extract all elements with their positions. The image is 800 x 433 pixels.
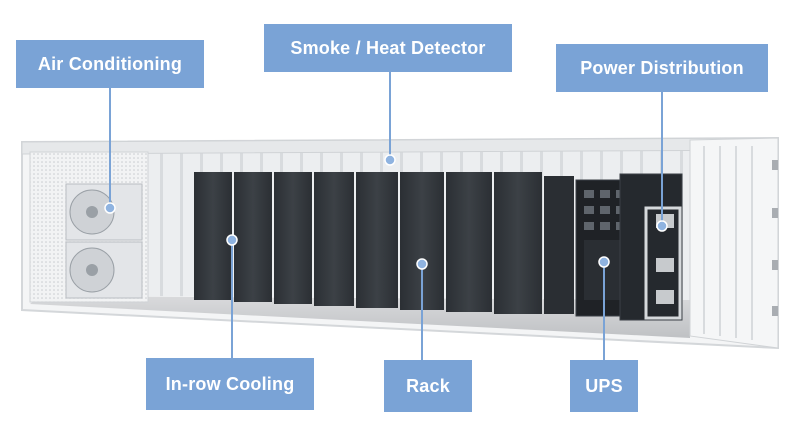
marker-rack	[416, 258, 428, 270]
ups-label: UPS	[570, 360, 638, 412]
rack-label: Rack	[384, 360, 472, 412]
smoke-heat-detector-label: Smoke / Heat Detector	[264, 24, 512, 72]
rack-row	[194, 172, 574, 314]
marker-dots	[104, 154, 668, 270]
air-conditioning-label: Air Conditioning	[16, 40, 204, 88]
power-distribution-cabinet	[619, 173, 683, 321]
marker-power-distribution	[656, 220, 668, 232]
marker-smoke-heat-detector	[384, 154, 396, 166]
marker-in-row-cooling	[226, 234, 238, 246]
power-distribution-label: Power Distribution	[556, 44, 768, 92]
in-row-cooling-label: In-row Cooling	[146, 358, 314, 410]
marker-ups	[598, 256, 610, 268]
leader-lines	[109, 72, 663, 360]
marker-air-conditioning	[104, 202, 116, 214]
air-conditioning-units	[65, 183, 143, 299]
container-right-doors	[689, 137, 779, 349]
